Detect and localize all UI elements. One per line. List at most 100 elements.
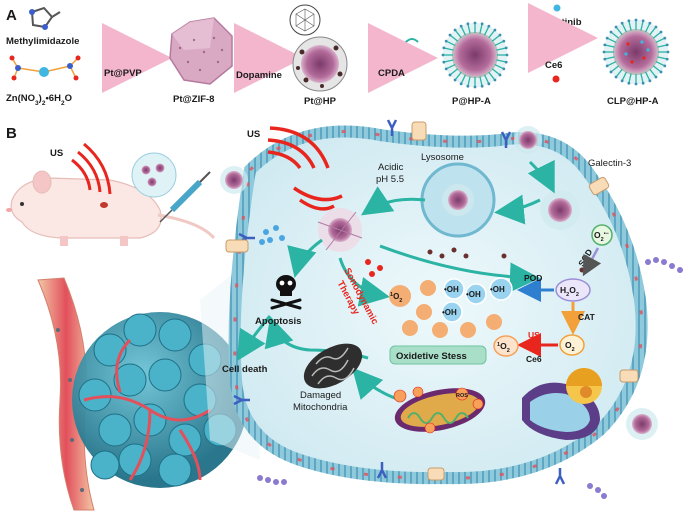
apoptosis-label: Apoptosis: [255, 316, 301, 327]
peg-spike-tip: [605, 36, 609, 40]
singlet-oxygen-large-icon: [389, 285, 411, 307]
peg-spike-tip: [627, 19, 631, 23]
pt-zif8-particle-icon: [169, 17, 233, 85]
peg-spike-tip: [498, 33, 502, 37]
panel-b-letter: B: [6, 125, 17, 142]
peg-spike: [611, 32, 620, 39]
peg-spike-tip: [603, 57, 607, 61]
peg-spike-tip: [441, 53, 445, 57]
peg-spike-tip: [448, 33, 452, 37]
peg-spike: [628, 21, 632, 31]
nucleus-er-icon: [522, 368, 602, 440]
peg-spike-tip: [663, 36, 667, 40]
peg-spike: [655, 60, 665, 67]
blood-vessel-icon: [37, 277, 95, 511]
clp-hp-a-particle-icon: [602, 18, 670, 86]
cell-death-label: Cell death: [222, 364, 268, 375]
lenvatinib-release-icons: [259, 225, 285, 245]
p-hp-a-particle-icon: [441, 21, 509, 89]
peg-spike-tip: [459, 82, 463, 86]
peg-spike-tip: [620, 21, 624, 25]
peg-spike-tip: [641, 81, 645, 85]
peg-spike-tip: [654, 75, 658, 79]
peg-spike-tip: [473, 85, 477, 89]
peg-spike: [657, 56, 667, 60]
peg-spike-tip: [609, 30, 613, 34]
peg-spike-tip: [614, 75, 618, 79]
peg-spike: [479, 24, 483, 34]
receptor-icons: [233, 119, 566, 485]
peg-spike-tip: [648, 21, 652, 25]
peg-spike-tip: [659, 30, 663, 34]
peg-spike-tip: [609, 70, 613, 74]
superoxide-label: O2•−: [594, 230, 609, 243]
peg-spike-tip: [480, 22, 484, 26]
peg-spike: [657, 44, 667, 48]
damaged-mitochondria-label-line2: Mitochondria: [293, 402, 348, 413]
peg-spike: [628, 73, 632, 83]
peg-spike-tip: [487, 82, 491, 86]
peg-spike-tip: [614, 25, 618, 29]
damaged-mitochondria-label-line1: Damaged: [300, 390, 341, 401]
hydroxyl-radical-label-1: •OH: [444, 285, 459, 294]
polymer-chain-icons: [257, 257, 683, 499]
peg-spike-tip: [634, 18, 638, 22]
peg-spike-tip: [605, 64, 609, 68]
reagent-zinc-nitrate-label: Zn(NO3)2•6H2O: [6, 93, 72, 107]
peg-spike-tip: [504, 60, 508, 64]
peg-spike-tip: [641, 19, 645, 23]
peg-spike-tip: [473, 21, 477, 25]
peg-spike: [605, 56, 615, 60]
peg-spike-tip: [466, 84, 470, 88]
oxidative-stress-label: Oxidetive Stess: [396, 351, 467, 362]
pt-hp-particle-icon: [289, 4, 348, 92]
peg-spike: [455, 71, 462, 80]
peg-spike-tip: [665, 43, 669, 47]
singlet-oxygen-large-label: 1O2: [390, 292, 402, 304]
peg-spike: [640, 21, 644, 31]
peg-spike: [446, 40, 456, 47]
peg-spike: [607, 37, 617, 44]
peg-spike: [491, 35, 500, 42]
peg-spike: [494, 40, 504, 47]
channel-icons: [225, 121, 639, 481]
sod-arrow: [582, 247, 602, 277]
peg-spike: [640, 73, 644, 83]
nanoparticle-outside-icons: [220, 126, 658, 440]
damaged-mitochondria-icon: [303, 343, 363, 389]
peg-spike: [644, 71, 651, 81]
peg-spike-tip: [648, 79, 652, 83]
skull-crossbones-icon: [270, 275, 302, 310]
pod-label: POD: [524, 273, 542, 283]
oxidative-stress-box: [389, 345, 487, 365]
ce6-molecule-icon: [552, 75, 560, 83]
us-cell-label: US: [247, 129, 260, 140]
peg-spike: [483, 74, 490, 84]
oxygen-label: O2: [565, 340, 575, 353]
peg-spike: [496, 47, 506, 51]
peg-spike-tip: [493, 28, 497, 32]
us-red-label: US: [528, 330, 540, 340]
peg-spike-tip: [480, 84, 484, 88]
methylimidazole-molecule-icon: [29, 6, 61, 30]
oxygen-badge-icon: [559, 334, 585, 356]
lysosome-label: Lysosome: [421, 152, 464, 163]
us-waves-cell-icon: [267, 126, 343, 211]
peg-spike: [652, 65, 661, 72]
acidic-label-line2: pH 5.5: [376, 174, 404, 185]
mitochondria-ros-icon: ROS: [393, 386, 486, 434]
peg-spike: [446, 63, 456, 70]
nanoparticle-burst-icon: [317, 208, 363, 252]
peg-spike: [649, 68, 656, 77]
pt-release-icons: [427, 247, 585, 273]
product-clp-hp-a-label: CLP@HP-A: [607, 96, 659, 107]
peg-spike: [455, 30, 462, 39]
peg-spike-tip: [502, 67, 506, 71]
superoxide-badge-icon: [591, 224, 613, 246]
peg-spike-tip: [442, 60, 446, 64]
peg-spike-tip: [453, 78, 457, 82]
step-lenvatinib-label: Lenvatinib: [534, 17, 582, 28]
peg-spike-tip: [634, 82, 638, 86]
peg-spike: [655, 37, 665, 44]
